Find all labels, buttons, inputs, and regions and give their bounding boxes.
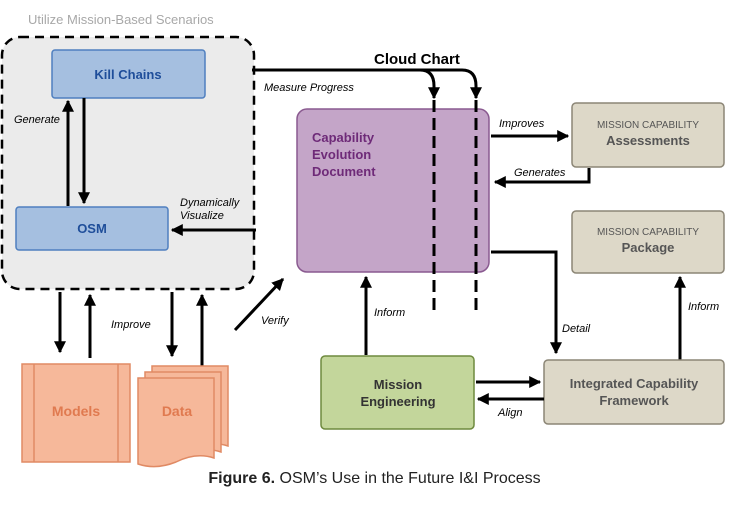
osm-label: OSM [77, 221, 107, 236]
data-label: Data [162, 403, 193, 419]
ced-label-3: Document [312, 164, 376, 179]
osm-box [15, 206, 169, 251]
improves-label: Improves [499, 118, 545, 130]
visualize-label: Visualize [180, 210, 224, 222]
mission-engineering-label-1: Mission [374, 377, 422, 392]
models-label: Models [52, 403, 100, 419]
ced-box [296, 108, 490, 273]
verify-arrow [233, 277, 285, 332]
align-label: Align [497, 407, 522, 419]
inform-right-label: Inform [688, 301, 719, 313]
detail-arrow [491, 250, 562, 355]
cloud-chart-title: Cloud Chart [374, 51, 460, 68]
generate-label: Generate [14, 114, 60, 126]
cloud-chart-arrow-2 [400, 68, 482, 100]
process-diagram: Utilize Mission-Based Scenarios Kill Cha… [0, 12, 725, 468]
kill-chains-label: Kill Chains [94, 67, 161, 82]
icf-box [543, 359, 725, 425]
assessments-box [571, 102, 725, 168]
mission-engineering-label-2: Engineering [360, 394, 435, 409]
ced-label-1: Capability [312, 130, 375, 145]
figure-caption-text: OSM’s Use in the Future I&I Process [279, 470, 541, 487]
kill-chains-box [51, 49, 206, 99]
mission-engineering-box [320, 355, 475, 430]
generates-arrow [493, 168, 591, 188]
package-small-label: MISSION CAPABILITY [597, 227, 699, 238]
figure-caption: Figure 6. OSM’s Use in the Future I&I Pr… [0, 470, 749, 488]
verify-label: Verify [261, 315, 290, 327]
improve-label: Improve [111, 319, 151, 331]
icf-label-1: Integrated Capability [570, 376, 699, 391]
inform-left-label: Inform [374, 307, 405, 319]
icf-label-2: Framework [599, 393, 669, 408]
group-title: Utilize Mission-Based Scenarios [28, 12, 214, 27]
package-box [571, 210, 725, 274]
detail-label: Detail [562, 323, 591, 335]
figure-number: Figure 6. [208, 470, 276, 487]
ced-label-2: Evolution [312, 147, 371, 162]
data-icon [137, 365, 229, 468]
assessments-small-label: MISSION CAPABILITY [597, 120, 699, 131]
measure-progress-label: Measure Progress [264, 82, 354, 94]
package-label: Package [622, 240, 675, 255]
assessments-label: Assessments [606, 133, 690, 148]
models-icon [21, 363, 131, 463]
generates-label: Generates [514, 167, 566, 179]
dynamically-label: Dynamically [180, 197, 241, 209]
